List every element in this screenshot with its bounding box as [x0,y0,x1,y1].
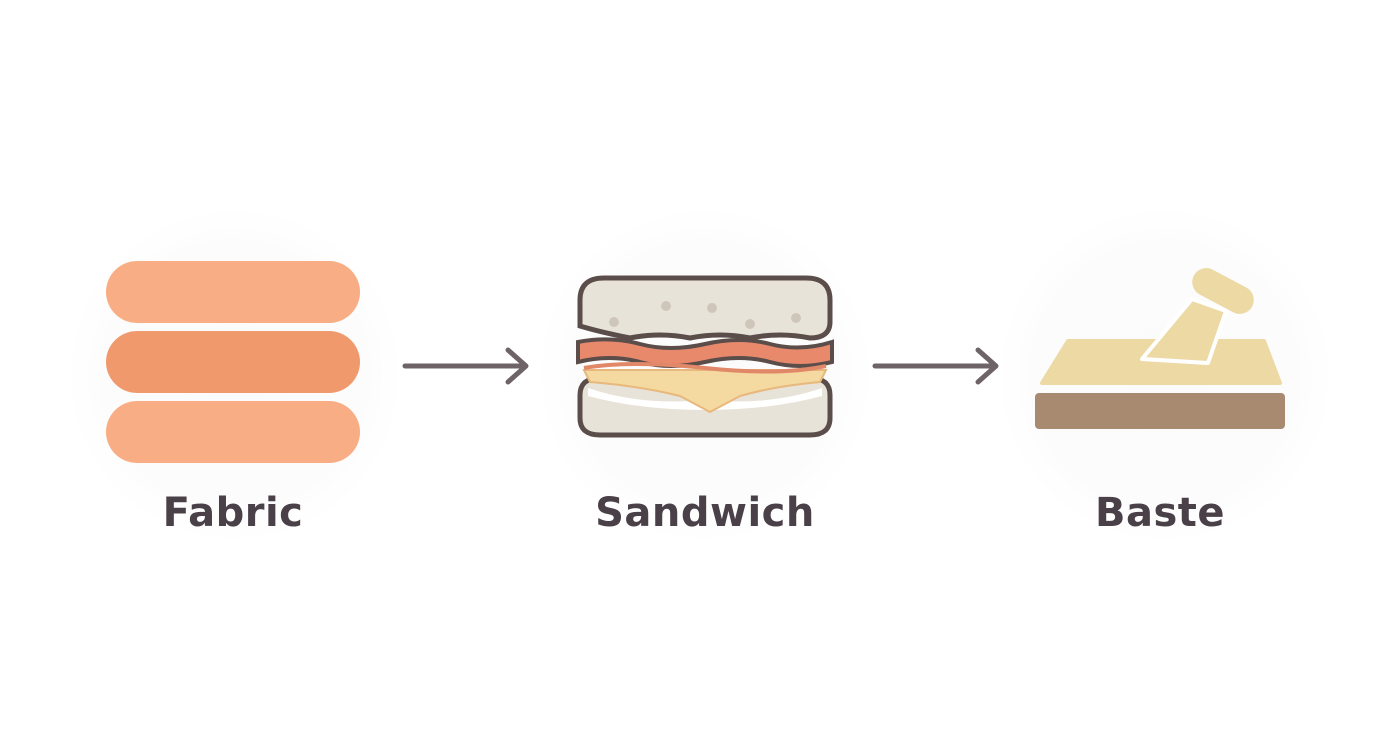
arrow-right-icon [872,347,999,385]
fabric-layers-icon [106,261,360,463]
baste-board-icon [1035,268,1285,429]
step-label-sandwich: Sandwich [595,490,815,536]
step-label-fabric: Fabric [162,490,304,536]
arrow-right-icon [402,347,529,385]
quilt-sandwich-icon [576,275,834,438]
step-label-baste: Baste [1094,490,1226,536]
